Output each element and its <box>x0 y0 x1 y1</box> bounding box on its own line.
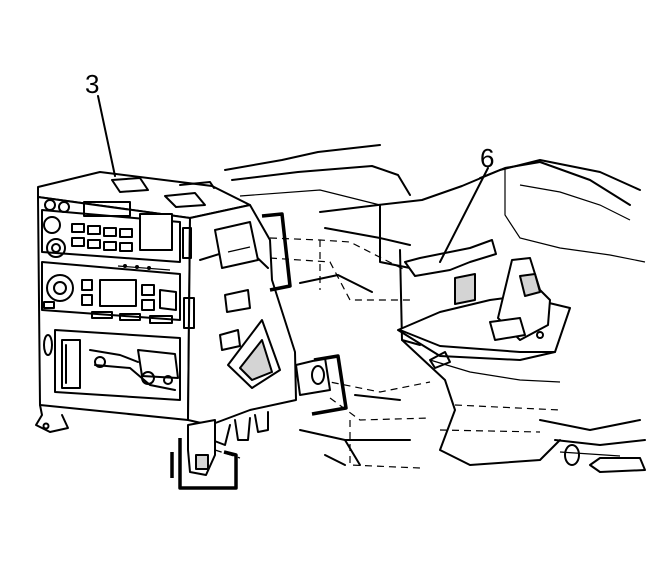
callout-number-6: 6 <box>480 143 495 173</box>
mounting-bracket <box>397 239 571 369</box>
leader-line-3 <box>97 95 116 177</box>
radio-bracket-assembly <box>35 171 331 476</box>
instrument-panel-carrier <box>224 144 646 473</box>
leader-line-6 <box>439 167 489 263</box>
reference-brackets <box>170 212 348 490</box>
callout-number-3: 3 <box>85 69 100 99</box>
